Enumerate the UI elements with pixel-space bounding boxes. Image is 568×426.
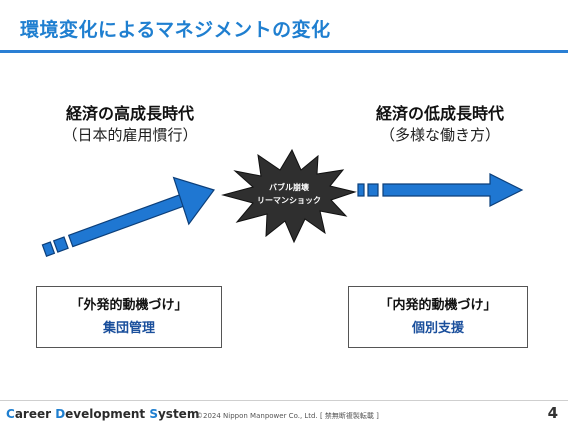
right-era-subheading: （多様な働き方）	[379, 126, 500, 144]
title-underline	[0, 50, 568, 53]
left-era-heading: 経済の高成長時代	[65, 104, 194, 123]
burst-label-line1: バブル崩壊	[269, 182, 310, 192]
footer-divider	[0, 400, 568, 401]
horizontal-arrow-icon	[357, 173, 524, 207]
arrow-head	[172, 176, 215, 226]
page-number: 4	[547, 404, 558, 422]
arrow-dash-2	[52, 236, 69, 253]
brand-logo: Career Development System	[6, 407, 200, 421]
right-motivation-box: 「内発的動機づけ」 個別支援	[348, 286, 528, 348]
rising-arrow-icon	[41, 176, 215, 257]
left-motivation-box: 「外発的動機づけ」 集団管理	[36, 286, 222, 348]
arrow-dash-2	[367, 183, 379, 197]
arrow-dash-1	[41, 241, 56, 257]
left-box-subtitle: 集団管理	[102, 321, 155, 336]
copyright-notice: ©2024 Nippon Manpower Co., Ltd. [ 禁無断複製転…	[196, 412, 379, 420]
arrow-dash-1	[357, 183, 365, 197]
page-title: 環境変化によるマネジメントの変化	[20, 19, 331, 41]
right-box-subtitle: 個別支援	[411, 321, 464, 336]
burst-label-line2: リーマンショック	[257, 195, 321, 205]
left-box-title: 「外発的動機づけ」	[70, 298, 188, 313]
right-box-title: 「内発的動機づけ」	[379, 298, 497, 313]
diagram-graphics: バブル崩壊 リーマンショック	[41, 148, 524, 257]
left-era-subheading: （日本的雇用慣行）	[62, 126, 198, 144]
arrow-shaft	[67, 193, 186, 248]
arrow-body	[382, 173, 524, 207]
right-era-heading: 経済の低成長時代	[375, 104, 504, 123]
explosion-burst-icon	[221, 148, 357, 244]
